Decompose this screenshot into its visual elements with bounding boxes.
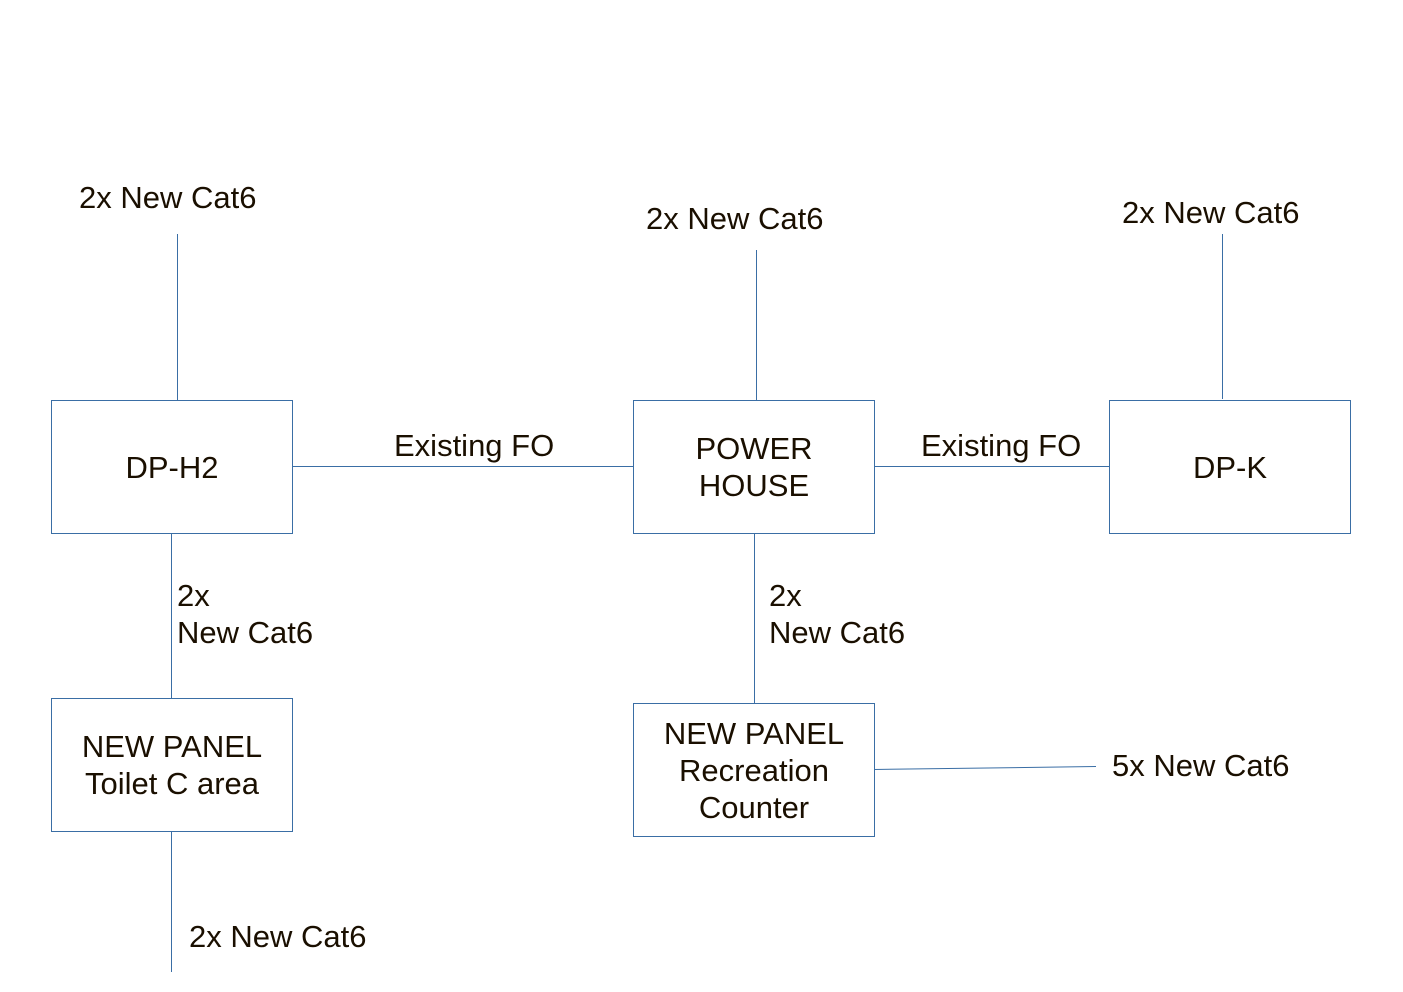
label-dp-h2-down: 2x New Cat6 xyxy=(177,577,313,651)
node-new-panel-recreation-line-3: Counter xyxy=(698,789,810,825)
node-dp-k-line-1: DP-K xyxy=(1192,449,1268,485)
label-dp-h2-down-line-1: 2x xyxy=(177,578,210,613)
node-new-panel-toilet: NEW PANEL Toilet C area xyxy=(51,698,293,832)
connector-dp-h2-top xyxy=(177,234,178,400)
label-recreation-right: 5x New Cat6 xyxy=(1112,748,1290,783)
connector-power-house-down xyxy=(754,533,755,703)
connector-fo-right xyxy=(874,466,1109,467)
label-dp-k-top: 2x New Cat6 xyxy=(1122,195,1300,230)
label-power-house-down-line-1: 2x xyxy=(769,578,802,613)
node-power-house-line-2: HOUSE xyxy=(698,468,810,503)
node-dp-h2-line-1: DP-H2 xyxy=(125,449,219,485)
label-dp-h2-top: 2x New Cat6 xyxy=(79,180,257,215)
node-new-panel-toilet-line-1: NEW PANEL xyxy=(81,729,263,764)
node-power-house: POWER HOUSE xyxy=(633,400,875,534)
connector-fo-left xyxy=(292,466,633,467)
node-new-panel-recreation: NEW PANEL Recreation Counter xyxy=(633,703,875,837)
node-dp-h2: DP-H2 xyxy=(51,400,293,534)
label-power-house-top: 2x New Cat6 xyxy=(646,201,824,236)
connector-dp-k-top xyxy=(1222,234,1223,399)
connector-recreation-right xyxy=(873,766,1097,770)
node-new-panel-recreation-line-2: Recreation xyxy=(679,752,829,788)
label-toilet-down: 2x New Cat6 xyxy=(189,919,367,954)
node-new-panel-toilet-line-2: Toilet C area xyxy=(84,766,260,801)
node-new-panel-recreation-line-1: NEW PANEL xyxy=(663,715,845,751)
label-power-house-down: 2x New Cat6 xyxy=(769,577,905,651)
connector-power-house-top xyxy=(756,250,757,400)
node-dp-k: DP-K xyxy=(1109,400,1351,534)
label-power-house-down-line-2: New Cat6 xyxy=(769,615,906,650)
connector-dp-h2-down xyxy=(171,533,172,698)
label-fo-right: Existing FO xyxy=(921,428,1082,463)
node-power-house-line-1: POWER xyxy=(695,431,813,466)
connector-toilet-down xyxy=(171,830,172,972)
label-fo-left: Existing FO xyxy=(394,428,555,463)
label-dp-h2-down-line-2: New Cat6 xyxy=(177,615,314,650)
